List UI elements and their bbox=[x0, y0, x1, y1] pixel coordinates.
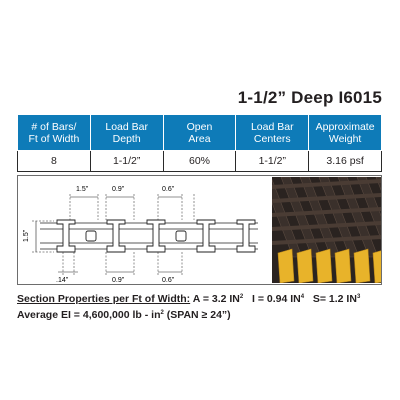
dim-bar-spacing: 1.5” bbox=[76, 186, 89, 193]
cross-rod-profile bbox=[85, 230, 97, 242]
properties-label: Section Properties per Ft of Width: bbox=[17, 293, 191, 305]
table-header-row: # of Bars/ Ft of Width Load Bar Depth Op… bbox=[17, 114, 382, 151]
dim-bottom-left: .14” bbox=[56, 277, 69, 284]
header-load-bar-depth: Load Bar Depth bbox=[89, 114, 164, 151]
header-label: Approximate Weight bbox=[315, 120, 375, 145]
properties-line: Section Properties per Ft of Width: A = … bbox=[17, 290, 387, 306]
inertia-exponent: 4 bbox=[300, 294, 305, 300]
photo-cross-rod bbox=[272, 207, 381, 217]
header-label: Open Area bbox=[186, 120, 213, 145]
dim-bottom-open-2: 0.6” bbox=[162, 277, 175, 284]
modulus-value: S= 1.2 IN bbox=[312, 293, 357, 305]
cross-section-drawing: 1.5” 0.9” 0.6” 1.5” .14” 0.9” 0.6” bbox=[23, 186, 258, 284]
ei-line: Average EI = 4,600,000 lb - in2 (SPAN ≥ … bbox=[17, 306, 387, 322]
cell-bars-per-ft: 8 bbox=[17, 150, 91, 172]
product-title: 1-1/2” Deep I6015 bbox=[237, 88, 382, 107]
specification-table: # of Bars/ Ft of Width Load Bar Depth Op… bbox=[17, 114, 382, 172]
header-bars-per-ft: # of Bars/ Ft of Width bbox=[17, 114, 91, 151]
grating-photo bbox=[272, 177, 381, 283]
load-bar-profile bbox=[146, 219, 166, 253]
area-value: A = 3.2 IN bbox=[192, 293, 240, 305]
diagram-panel: 1.5” 0.9” 0.6” 1.5” .14” 0.9” 0.6” bbox=[17, 175, 382, 285]
dimension-arrows bbox=[35, 196, 182, 273]
header-load-bar-centers: Load Bar Centers bbox=[235, 114, 310, 151]
header-open-area: Open Area bbox=[162, 114, 237, 151]
dim-bottom-open-1: 0.9” bbox=[112, 277, 125, 284]
photo-bar-end bbox=[277, 248, 295, 283]
load-bar-profiles bbox=[56, 219, 256, 253]
ei-span-note: (SPAN ≥ 24”) bbox=[163, 309, 231, 321]
cross-rod-profile bbox=[175, 230, 187, 242]
load-bar-profile bbox=[56, 219, 76, 253]
section-outline bbox=[40, 222, 258, 250]
photo-bar-end bbox=[372, 250, 381, 283]
cell-open-area: 60% bbox=[162, 150, 237, 172]
photo-cross-rod bbox=[272, 193, 381, 203]
ei-value: Average EI = 4,600,000 lb - in bbox=[17, 309, 161, 321]
load-bar-profile bbox=[196, 219, 216, 253]
photo-cross-rod bbox=[272, 179, 381, 189]
area-exponent: 2 bbox=[239, 294, 244, 300]
load-bar-profile bbox=[106, 219, 126, 253]
cell-approx-weight: 3.16 psf bbox=[308, 150, 382, 172]
cell-load-bar-centers: 1-1/2” bbox=[235, 150, 310, 172]
photo-bar-end bbox=[296, 248, 314, 283]
grating-bars-illustration bbox=[272, 177, 381, 283]
header-label: # of Bars/ Ft of Width bbox=[28, 120, 80, 145]
photo-cross-rod bbox=[272, 221, 381, 231]
load-bar-profile bbox=[236, 219, 256, 253]
modulus-exponent: 3 bbox=[356, 294, 361, 300]
dimension-lines bbox=[32, 194, 195, 276]
photo-bar-end bbox=[353, 248, 371, 283]
header-approx-weight: Approximate Weight bbox=[308, 114, 382, 151]
dim-top-open-1: 0.9” bbox=[112, 186, 125, 193]
dim-top-open-2: 0.6” bbox=[162, 186, 175, 193]
header-label: Load Bar Depth bbox=[105, 120, 148, 145]
dim-depth: 1.5” bbox=[23, 229, 30, 242]
inertia-value: I = 0.94 IN bbox=[252, 293, 301, 305]
header-label: Load Bar Centers bbox=[250, 120, 294, 145]
photo-cross-rod bbox=[272, 235, 381, 245]
photo-bar-end bbox=[315, 248, 333, 283]
ei-exponent: 2 bbox=[160, 310, 164, 316]
cell-load-bar-depth: 1-1/2” bbox=[89, 150, 164, 172]
section-properties: Section Properties per Ft of Width: A = … bbox=[17, 290, 387, 322]
table-row: 8 1-1/2” 60% 1-1/2” 3.16 psf bbox=[17, 150, 382, 172]
photo-bar-end bbox=[334, 248, 352, 283]
